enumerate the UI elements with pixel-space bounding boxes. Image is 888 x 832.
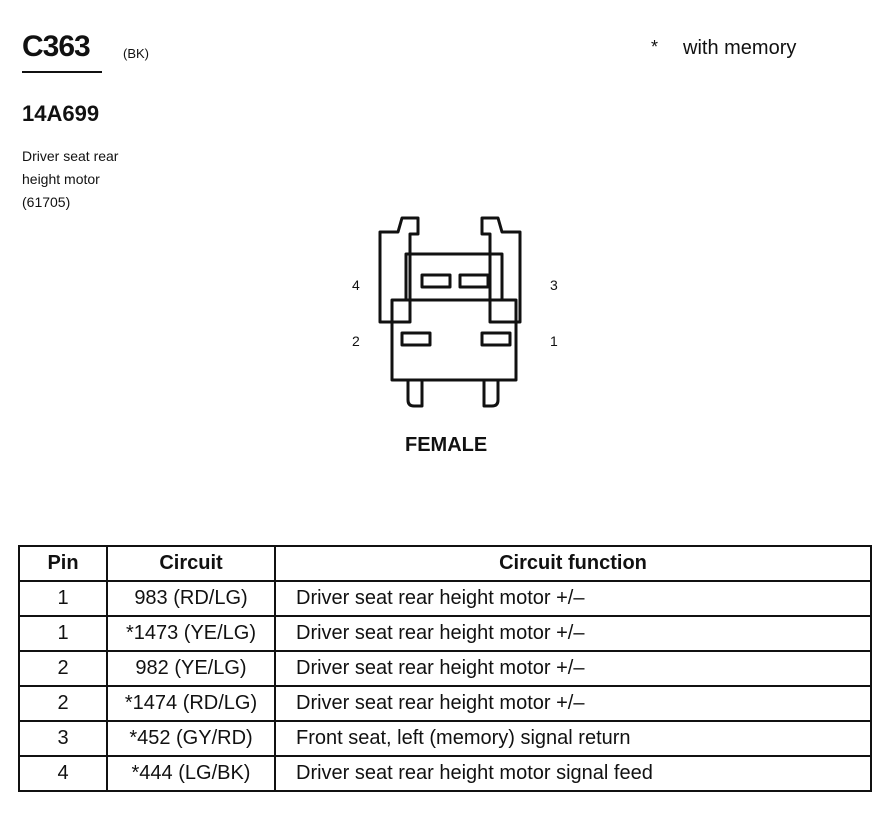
header-circuit-function: Circuit function (274, 545, 872, 582)
cell-function: Driver seat rear height motor signal fee… (274, 755, 872, 792)
table-row: 2 *1474 (RD/LG) Driver seat rear height … (18, 685, 872, 722)
pin-label-4: 4 (352, 277, 360, 293)
right-foot (482, 380, 500, 408)
header-circuit: Circuit (106, 545, 276, 582)
left-foot (406, 380, 424, 408)
terminal-cavity-4 (420, 273, 452, 289)
table-header-row: Pin Circuit Circuit function (18, 545, 872, 582)
table-row: 4 *444 (LG/BK) Driver seat rear height m… (18, 755, 872, 792)
cell-function: Driver seat rear height motor +/– (274, 580, 872, 617)
part-number: 14A699 (22, 101, 100, 126)
cell-function: Driver seat rear height motor +/– (274, 685, 872, 722)
cell-circuit: 983 (RD/LG) (106, 580, 276, 617)
table-row: 1 *1473 (YE/LG) Driver seat rear height … (18, 615, 872, 652)
connector-code-underline (22, 71, 102, 73)
description-line-2: height motor (22, 171, 100, 187)
table-row: 2 982 (YE/LG) Driver seat rear height mo… (18, 650, 872, 687)
cell-circuit: *1474 (RD/LG) (106, 685, 276, 722)
cell-circuit: *452 (GY/RD) (106, 720, 276, 757)
description-line-3: (61705) (22, 194, 71, 210)
cell-circuit: *444 (LG/BK) (106, 755, 276, 792)
cell-pin: 1 (18, 615, 108, 652)
terminal-cavity-3 (458, 273, 490, 289)
right-latch (480, 216, 522, 324)
cell-function: Driver seat rear height motor +/– (274, 650, 872, 687)
note-text: with memory (683, 37, 797, 59)
table-row: 3 *452 (GY/RD) Front seat, left (memory)… (18, 720, 872, 757)
cell-circuit: *1473 (YE/LG) (106, 615, 276, 652)
connector-code: C363 (22, 30, 91, 63)
description-line-1: Driver seat rear (22, 148, 119, 164)
cell-pin: 2 (18, 650, 108, 687)
cell-function: Driver seat rear height motor +/– (274, 615, 872, 652)
connector-face-diagram (378, 216, 522, 408)
header-pin: Pin (18, 545, 108, 582)
pin-label-3: 3 (550, 277, 558, 293)
cell-function: Front seat, left (memory) signal return (274, 720, 872, 757)
cell-pin: 2 (18, 685, 108, 722)
cell-pin: 4 (18, 755, 108, 792)
note-asterisk: * (651, 37, 659, 57)
connector-color: (BK) (123, 46, 149, 61)
terminal-cavity-1 (480, 331, 512, 347)
table-row: 1 983 (RD/LG) Driver seat rear height mo… (18, 580, 872, 617)
terminal-cavity-2 (400, 331, 432, 347)
left-latch (378, 216, 420, 324)
cell-pin: 3 (18, 720, 108, 757)
cell-circuit: 982 (YE/LG) (106, 650, 276, 687)
connector-gender-label: FEMALE (405, 434, 488, 456)
pin-label-2: 2 (352, 333, 360, 349)
pinout-table: Pin Circuit Circuit function 1 983 (RD/L… (18, 545, 872, 792)
pin-label-1: 1 (550, 333, 558, 349)
cell-pin: 1 (18, 580, 108, 617)
connector-lower-body (390, 298, 518, 382)
